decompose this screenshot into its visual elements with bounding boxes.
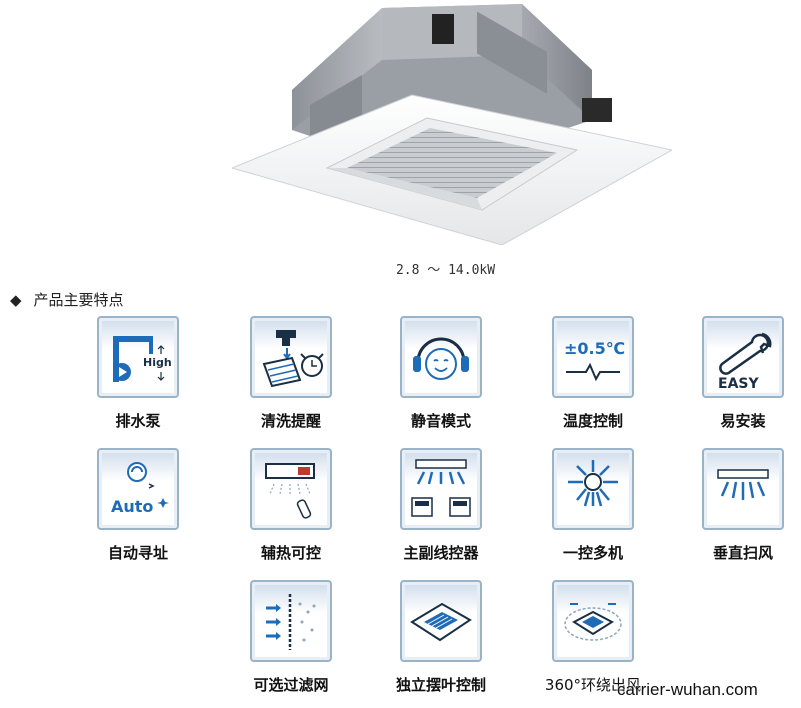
feature-dual-wired-controller: 主副线控器 [381, 448, 501, 570]
cleaning-reminder-icon [262, 330, 324, 388]
feature-temperature-control: ±0.5℃ 温度控制 [533, 316, 653, 438]
feature-label: 温度控制 [562, 412, 623, 430]
feature-label: 静音模式 [410, 412, 471, 430]
feature-easy-install: EASY 易安装 [683, 316, 801, 438]
temperature-control-icon: ±0.5℃ [564, 339, 625, 382]
feature-label: 自动寻址 [107, 544, 168, 562]
drain-pump-icon: High [113, 336, 172, 382]
section-heading: ◆ 产品主要特点 [10, 289, 124, 310]
vertical-swing-icon [717, 469, 769, 500]
feature-label: 可选过滤网 [253, 676, 329, 694]
feature-silent-mode: 静音模式 [381, 316, 501, 438]
cassette-ac-unit-image [232, 4, 672, 245]
feature-label: 排水泵 [115, 412, 161, 430]
feature-label: 独立摆叶控制 [395, 676, 486, 694]
feature-vertical-swing: 垂直扫风 [683, 448, 801, 570]
site-watermark: carrier-wuhan.com [617, 680, 758, 699]
feature-label: 清洗提醒 [260, 412, 321, 430]
feature-aux-heat: 辅热可控 [231, 448, 351, 570]
svg-text:High: High [143, 356, 172, 369]
feature-label: 主副线控器 [403, 544, 479, 562]
silent-mode-icon [413, 337, 469, 380]
svg-text:EASY: EASY [718, 376, 759, 392]
feature-one-to-many-control: 一控多机 [533, 448, 653, 570]
section-title: 产品主要特点 [33, 291, 124, 309]
feature-drain-pump: High 排水泵 [78, 316, 198, 438]
svg-text:Auto: Auto [111, 497, 153, 516]
diamond-bullet-icon: ◆ [10, 291, 22, 309]
feature-cleaning-reminder: 清洗提醒 [231, 316, 351, 438]
feature-label: 垂直扫风 [712, 544, 773, 562]
feature-label: 易安装 [720, 412, 766, 430]
independent-louver-icon [410, 602, 472, 642]
surround-airflow-icon [564, 603, 622, 641]
aux-heat-icon [265, 463, 315, 519]
optional-filter-icon [266, 594, 316, 650]
dual-wired-controller-icon [411, 459, 471, 517]
feature-surround-airflow: 360°环绕出风 [533, 580, 653, 702]
feature-independent-louver: 独立摆叶控制 [381, 580, 501, 702]
svg-text:±0.5℃: ±0.5℃ [564, 339, 625, 358]
auto-address-icon: Auto [111, 462, 169, 516]
easy-install-icon: EASY [718, 332, 772, 392]
capacity-range-text: 2.8 ～ 14.0kW [395, 263, 496, 278]
one-to-many-control-icon [568, 460, 618, 507]
feature-auto-address: Auto 自动寻址 [78, 448, 198, 570]
feature-label: 辅热可控 [260, 544, 321, 562]
feature-label: 360°环绕出风 [544, 676, 642, 694]
feature-label: 一控多机 [562, 544, 623, 562]
feature-optional-filter: 可选过滤网 [231, 580, 351, 702]
